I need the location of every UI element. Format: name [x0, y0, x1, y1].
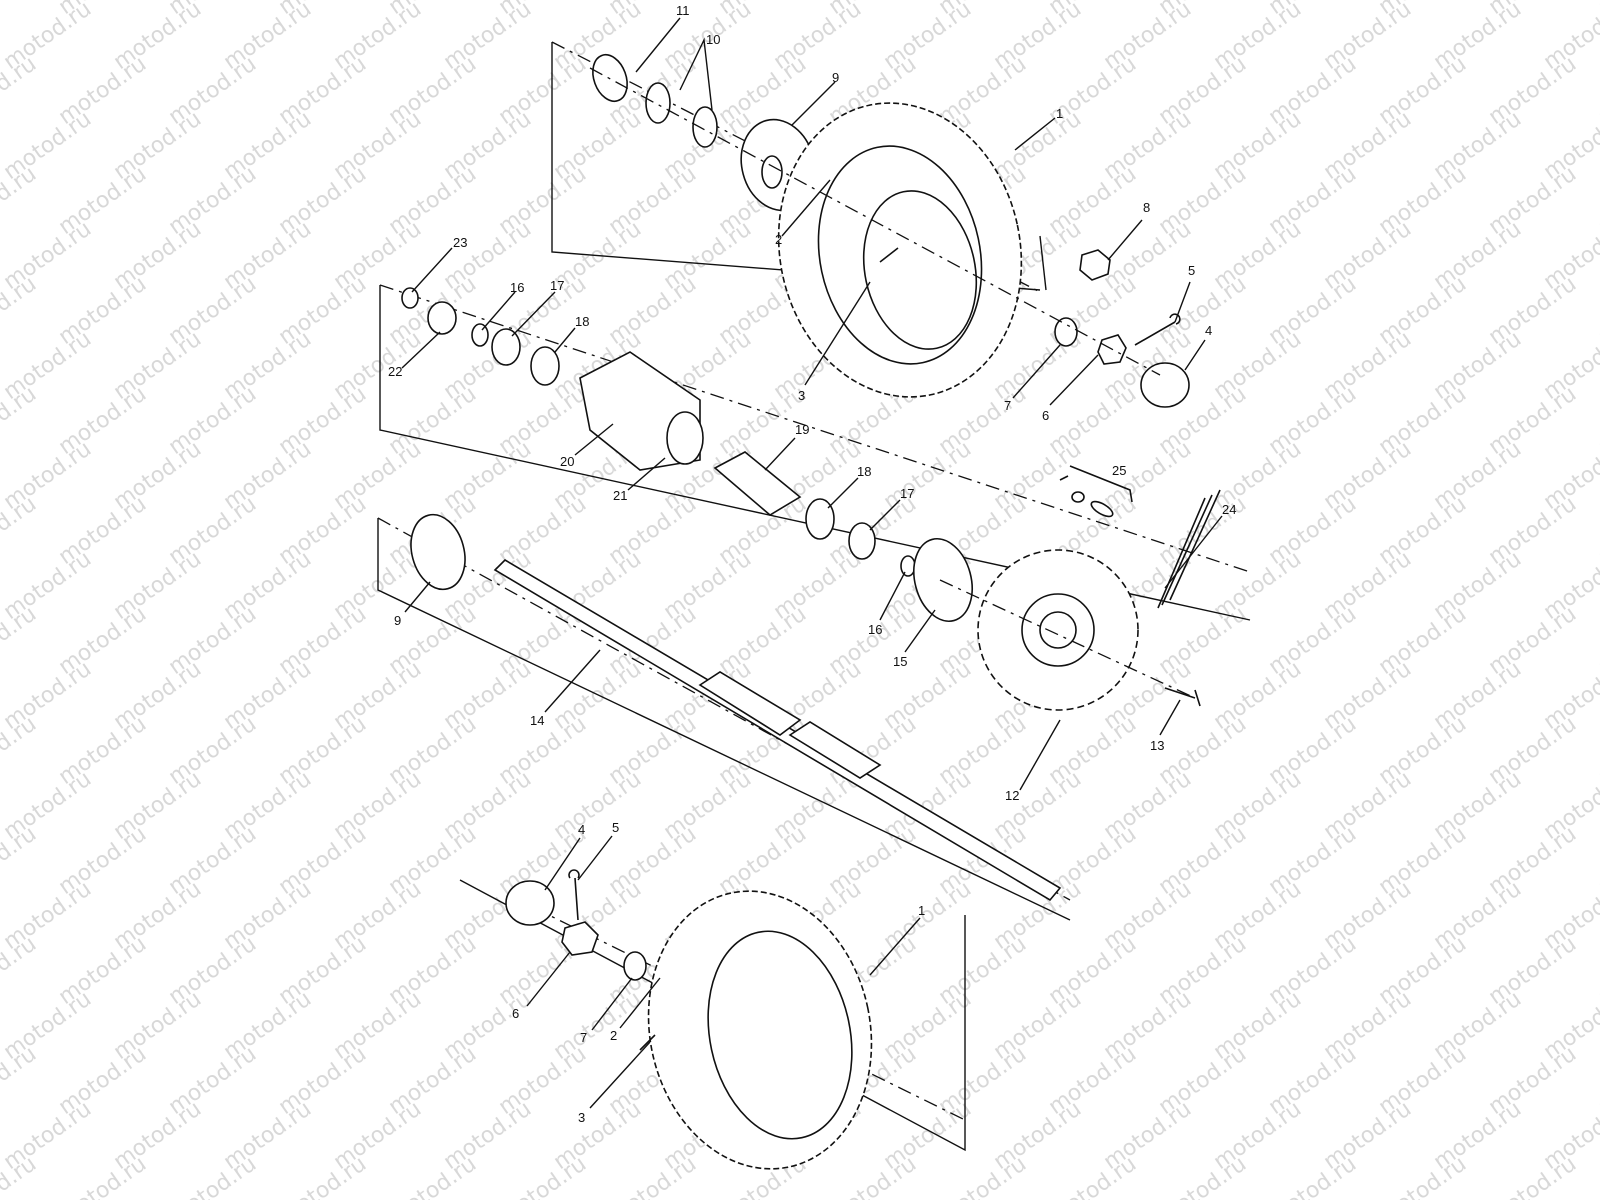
callout-3: 3 [798, 388, 805, 403]
cotter-pin-part [568, 869, 580, 921]
lock-nut-part [1079, 249, 1111, 281]
callout-7: 7 [1004, 398, 1011, 413]
watermark-text: motod.ru [1594, 162, 1600, 240]
washer-part [623, 951, 647, 981]
tire-part [777, 102, 1023, 398]
watermark-text: motod.ru [1594, 712, 1600, 790]
callout-21: 21 [613, 488, 627, 503]
spacer-tube-part [713, 451, 802, 516]
callout-18b: 18 [857, 464, 871, 479]
callout-4b: 4 [578, 822, 585, 837]
callout-7b: 7 [580, 1030, 587, 1045]
callout-9: 9 [832, 70, 839, 85]
valve-stem-part [639, 1034, 656, 1051]
cotter-pin-part [1134, 313, 1181, 346]
dust-cap-part [592, 53, 628, 103]
bearing-part [645, 82, 671, 124]
callout-10: 10 [706, 32, 720, 47]
sprocket-hub-part [913, 537, 973, 623]
callout-4: 4 [1205, 323, 1212, 338]
callout-15: 15 [893, 654, 907, 669]
watermark-text: motod.ru [1594, 822, 1600, 900]
upper-wheel-assembly [551, 41, 1190, 408]
callout-5b: 5 [612, 820, 619, 835]
sprocket-part [977, 549, 1139, 711]
watermark-text: motod.ru [274, 1152, 371, 1200]
callout-12: 12 [1005, 788, 1019, 803]
lower-wheel-assembly [459, 869, 966, 1170]
watermark-text: motod.ru [1594, 1152, 1600, 1200]
watermark-text: motod.ru [1154, 1152, 1251, 1200]
drive-chain-part [1157, 489, 1221, 609]
watermark-text: motod.ru [1594, 52, 1600, 130]
castle-nut-part [561, 921, 599, 956]
wheel-hub-part [410, 513, 466, 591]
collar-part [427, 301, 457, 335]
watermark-text: motod.ru [604, 1152, 701, 1200]
callout-1b: 1 [918, 903, 925, 918]
callout-24: 24 [1222, 502, 1236, 517]
callout-6: 6 [1042, 408, 1049, 423]
hub-cap-part [1140, 362, 1190, 408]
watermark-text: motod.ru [0, 0, 41, 20]
bolt-part [1164, 687, 1201, 707]
oil-seal-part [848, 522, 876, 560]
hub-cap-part [505, 880, 555, 926]
watermark-text: motod.ru [164, 1152, 261, 1200]
callout-2: 2 [775, 232, 782, 247]
callout-3b: 3 [578, 1110, 585, 1125]
callout-2b: 2 [610, 1028, 617, 1043]
callout-22: 22 [388, 364, 402, 379]
watermark-text: motod.ru [1484, 1152, 1581, 1200]
watermark-text: motod.ru [824, 1152, 921, 1200]
callout-5: 5 [1188, 263, 1195, 278]
callout-16b: 16 [868, 622, 882, 637]
bearing-part [805, 498, 835, 540]
callout-9b: 9 [394, 613, 401, 628]
callout-17b: 17 [900, 486, 914, 501]
callout-11: 11 [676, 3, 690, 18]
watermark-text: motod.ru [1374, 1152, 1471, 1200]
tire-part [647, 890, 873, 1170]
bearing-part [530, 346, 560, 386]
callout-8: 8 [1143, 200, 1150, 215]
bearing-part [692, 106, 718, 148]
washer-part [1054, 317, 1078, 347]
watermark-text: motod.ru [934, 1152, 1031, 1200]
watermark-text: motod.ru [1594, 272, 1600, 350]
watermark-text: motod.ru [1264, 1152, 1361, 1200]
callout-13: 13 [1150, 738, 1164, 753]
callout-17: 17 [550, 278, 564, 293]
callout-6b: 6 [512, 1006, 519, 1021]
snap-ring-part [401, 287, 419, 309]
callout-25: 25 [1112, 463, 1126, 478]
watermark-text: motod.ru [1594, 1042, 1600, 1120]
oil-seal-part [491, 328, 521, 366]
watermark-text: motod.ru [1594, 382, 1600, 460]
watermark-text: motod.ru [1594, 602, 1600, 680]
callout-1: 1 [1056, 106, 1063, 121]
watermark-text: motod.ru [1044, 1152, 1141, 1200]
watermark-text: motod.ru [1594, 492, 1600, 570]
watermark-text: motod.ru [494, 1152, 591, 1200]
o-ring-part [900, 555, 916, 577]
axle-housing-assembly [379, 284, 1251, 711]
leader-lines [401, 17, 1223, 1109]
callout-14: 14 [530, 713, 544, 728]
watermark-text: motod.ru [1594, 932, 1600, 1010]
o-ring-part [471, 323, 489, 347]
watermark-text: motod.ru [384, 1152, 481, 1200]
callout-19: 19 [795, 422, 809, 437]
callout-20: 20 [560, 454, 574, 469]
callout-23: 23 [453, 235, 467, 250]
axle-assembly [377, 513, 1071, 921]
callout-16: 16 [510, 280, 524, 295]
watermark-text: motod.ru [54, 1152, 151, 1200]
callout-labels: 11 10 9 1 2 8 5 4 7 6 3 23 16 17 18 22 2… [388, 3, 1236, 1125]
callout-18: 18 [575, 314, 589, 329]
